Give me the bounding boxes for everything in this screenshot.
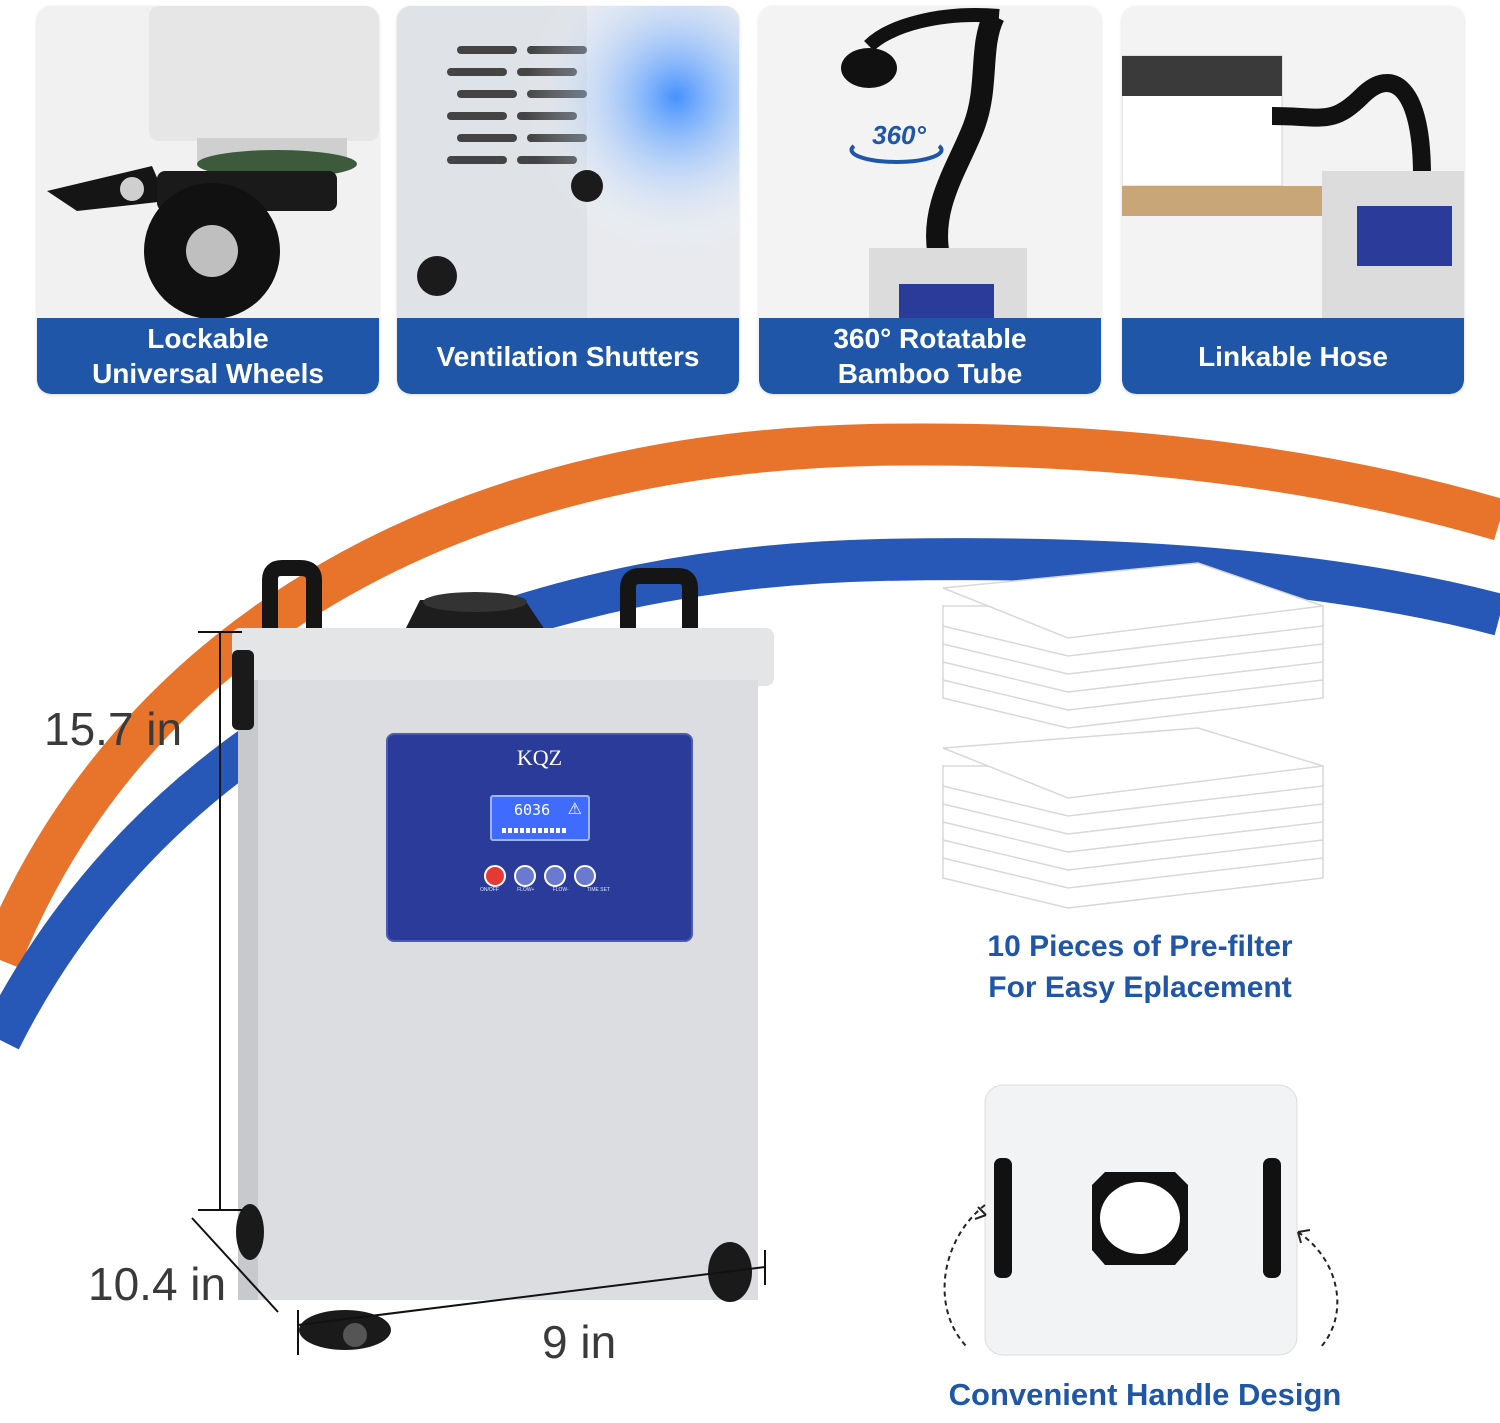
button-label: FLOW+	[517, 887, 535, 893]
feature-label: Ventilation Shutters	[397, 318, 739, 394]
flow-up-button[interactable]	[514, 865, 536, 887]
control-panel: KQZ 6036 ⚠ ON/OFF FLOW+ FLOW- TIME SET	[386, 733, 693, 942]
button-label: TIME SET	[586, 887, 610, 893]
timer-button[interactable]	[574, 865, 596, 887]
rotation-badge: 360°	[872, 120, 926, 150]
button-label: ON/OFF	[480, 887, 499, 893]
flow-down-button[interactable]	[544, 865, 566, 887]
feature-label: Lockable Universal Wheels	[37, 318, 379, 394]
feature-card-wheels: Lockable Universal Wheels	[37, 6, 379, 394]
panel-button-labels: ON/OFF FLOW+ FLOW- TIME SET	[480, 887, 610, 893]
power-button[interactable]	[484, 865, 506, 887]
handle-caption: Convenient Handle Design	[948, 1377, 1342, 1412]
lcd-reading: 6036	[514, 801, 551, 819]
width-dimension: 9 in	[542, 1316, 617, 1368]
button-label: FLOW-	[552, 887, 569, 893]
feature-card-hose: Linkable Hose	[1122, 6, 1464, 394]
feature-card-tube: 360° 360° Rotatable Bamboo Tube	[759, 6, 1101, 394]
brand-logo: KQZ	[516, 745, 563, 770]
depth-dimension: 10.4 in	[88, 1258, 227, 1310]
pre-filter-stack-icon	[942, 562, 1324, 909]
handle-top-view-icon	[943, 1084, 1339, 1356]
decorative-arc	[0, 423, 1500, 1050]
rotate-hose-icon: 360°	[759, 6, 1101, 318]
lcd-display: 6036 ⚠	[490, 795, 590, 841]
warning-icon: ⚠	[567, 801, 582, 818]
hose-link-icon	[1122, 6, 1464, 318]
dimension-lines	[191, 631, 766, 1355]
lcd-level-bar	[502, 828, 566, 833]
pre-filter-caption: 10 Pieces of Pre-filter For Easy Eplacem…	[987, 930, 1293, 1004]
caster-wheel-icon	[37, 6, 379, 318]
vent-icon	[397, 6, 739, 318]
feature-card-vents: Ventilation Shutters	[397, 6, 739, 394]
height-dimension: 15.7 in	[44, 703, 183, 755]
feature-label: 360° Rotatable Bamboo Tube	[759, 318, 1101, 394]
feature-label: Linkable Hose	[1122, 318, 1464, 394]
panel-buttons	[484, 865, 604, 891]
